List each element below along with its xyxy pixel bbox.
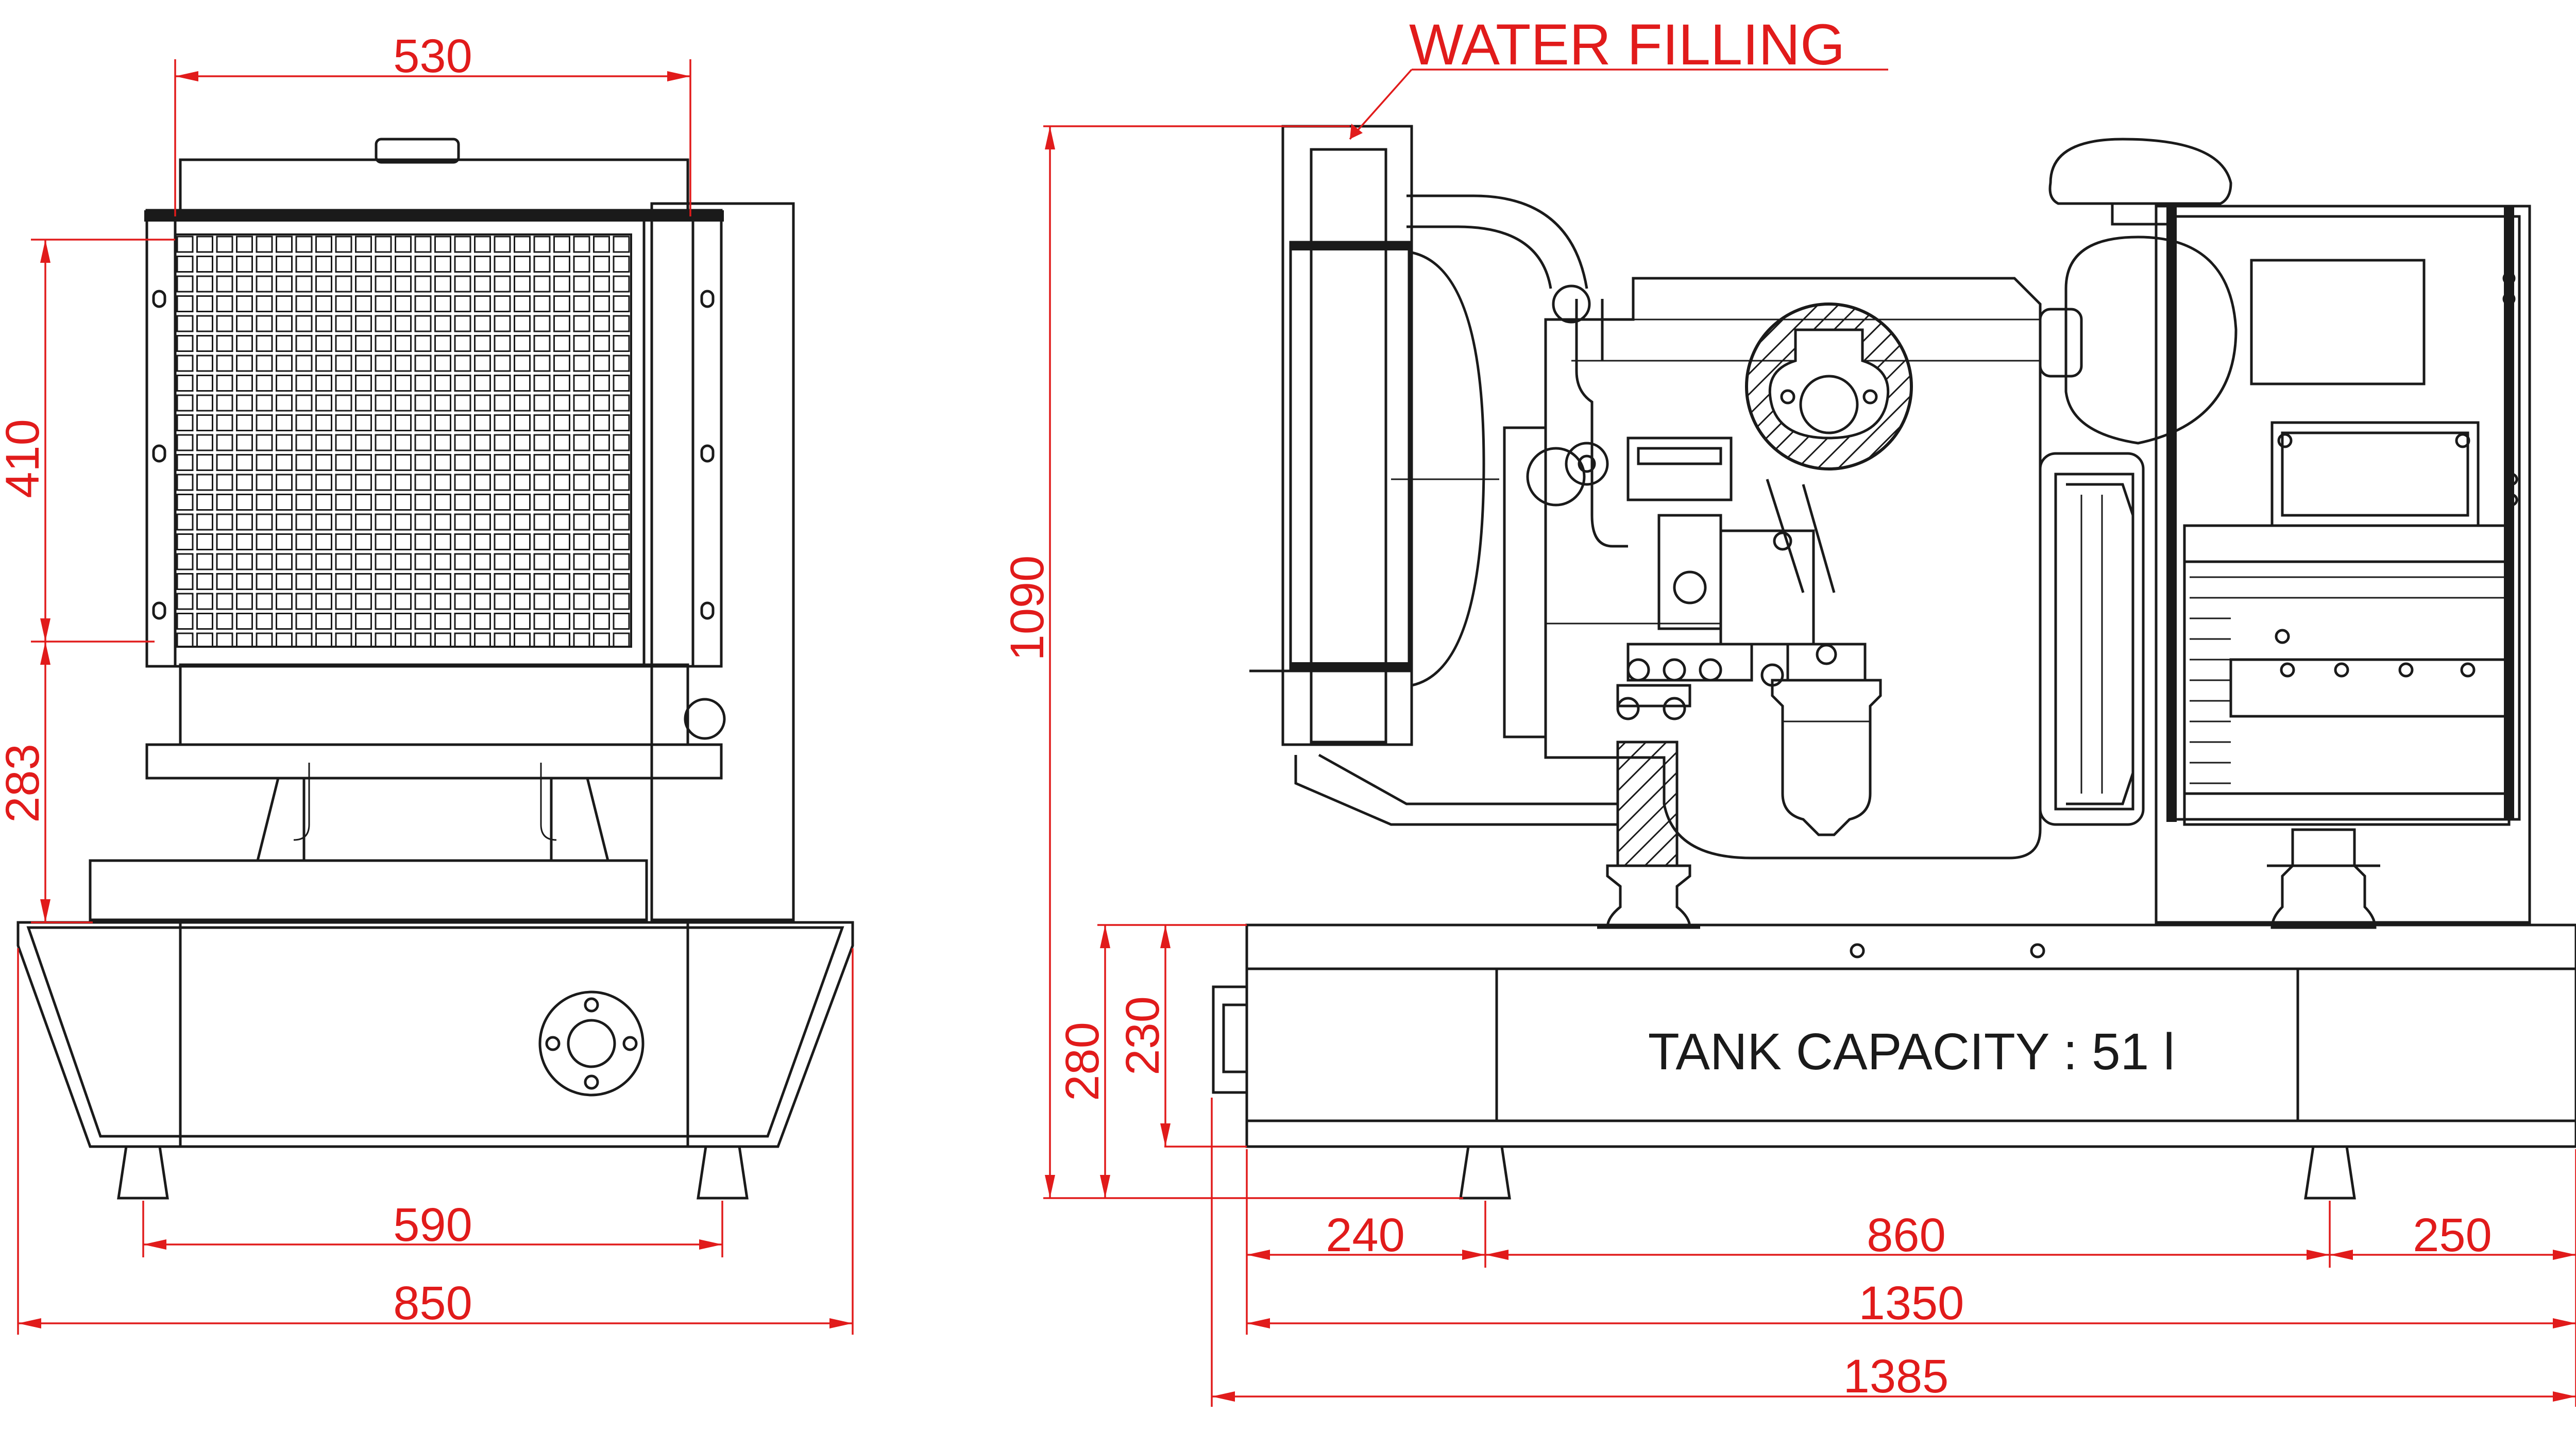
front-radiator-core (174, 233, 632, 648)
water-filling-callout: WATER FILLING (1349, 12, 1888, 140)
side-panel-box (2155, 205, 2531, 924)
front-cap-circle (684, 698, 726, 740)
dim-side-tank-height: 230 (1116, 996, 1169, 1075)
side-pulley (1503, 426, 1547, 738)
dim-side-rear-offset: 250 (2413, 1209, 2492, 1261)
front-rear-housing (650, 202, 795, 921)
front-drain-flange (538, 990, 645, 1097)
dim-side-feet-span: 860 (1867, 1209, 1946, 1261)
side-oil-filter (1771, 643, 1882, 836)
side-radiator-inner (1310, 148, 1387, 744)
front-dimensions: 530 410 283 590 850 (0, 30, 854, 1335)
dim-side-base-length: 1350 (1859, 1277, 1964, 1330)
side-control-panel (2155, 204, 2531, 924)
dim-front-radiator-height: 410 (0, 419, 49, 498)
dim-front-total-width: 850 (393, 1277, 472, 1330)
side-dimensions: 1090 280 230 240 860 250 1350 (1001, 125, 2576, 1407)
dim-side-base-height: 280 (1056, 1022, 1109, 1101)
side-alternator-fan (2039, 452, 2145, 826)
front-left-rail (145, 209, 177, 668)
front-tank-center-panel (179, 921, 689, 1148)
water-filling-label: WATER FILLING (1409, 12, 1845, 77)
front-top-cover (179, 158, 689, 215)
side-upper-hose (1406, 194, 1588, 289)
side-pulley-hub (1526, 447, 1586, 507)
front-platform (145, 743, 723, 780)
side-chassis-rail (1294, 755, 1618, 826)
side-engine-piping (1552, 284, 1836, 720)
front-inner-rail (642, 209, 694, 668)
side-radiator-core (1289, 241, 1411, 671)
side-foot-rear (2304, 1145, 2356, 1200)
side-fan-guard (1411, 251, 1485, 687)
front-right-rail (691, 209, 723, 668)
front-side-slots (152, 290, 715, 620)
front-tank-base (16, 921, 854, 1148)
dim-side-total-height: 1090 (1001, 556, 1054, 661)
side-tank-base (1212, 923, 2576, 1148)
front-foot-right (697, 1145, 749, 1200)
dim-side-total-length: 1385 (1843, 1350, 1949, 1403)
front-support-block (89, 859, 648, 921)
side-front-mount (1597, 741, 1700, 929)
front-foot-left (117, 1145, 169, 1200)
dim-side-front-offset: 240 (1326, 1209, 1405, 1261)
side-view (1212, 125, 2576, 1200)
dim-front-feet-span: 590 (393, 1199, 472, 1251)
side-air-filter (2039, 138, 2238, 445)
dim-front-top-width: 530 (393, 30, 472, 82)
side-panel-cooling-slats (2190, 576, 2504, 784)
front-radiator-top-bar (144, 210, 724, 222)
side-rear-mount (2267, 828, 2380, 929)
tank-capacity-label: TANK CAPACITY : 51 l (1648, 1023, 2175, 1081)
side-radiator-column (1281, 125, 1413, 746)
dim-front-mid-height: 283 (0, 744, 49, 823)
front-tank-inner (26, 926, 844, 1138)
front-view (16, 138, 854, 1200)
front-lower-body (179, 663, 689, 746)
front-filler-cap (375, 138, 460, 164)
side-foot-front (1459, 1145, 1511, 1200)
side-panel-window (2250, 259, 2426, 385)
